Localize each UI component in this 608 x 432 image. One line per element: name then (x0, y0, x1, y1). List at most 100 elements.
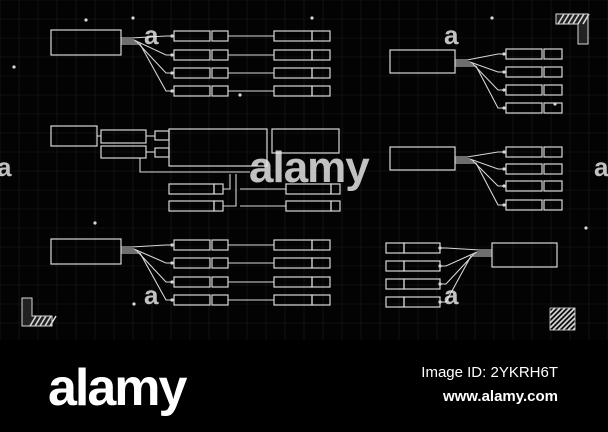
circuit-box (311, 239, 331, 251)
circuit-box (168, 200, 215, 212)
circuit-wire (455, 151, 504, 158)
circuit-box (100, 129, 147, 144)
circuit-wire (121, 252, 172, 301)
circuit-diagram (0, 0, 608, 340)
watermark-mark: a (444, 20, 459, 50)
circuit-wire (139, 158, 250, 173)
circuit-node (12, 65, 16, 69)
circuit-box (168, 183, 215, 195)
circuit-box (505, 84, 543, 96)
hatch-stroke (582, 13, 590, 25)
circuit-node (502, 70, 506, 74)
hatch-stroke (29, 315, 37, 327)
circuit-box (213, 183, 224, 195)
circuit-node (502, 203, 506, 207)
circuit-box (385, 242, 405, 254)
circuit-node (170, 280, 174, 284)
circuit-node (310, 16, 314, 20)
circuit-box (211, 85, 229, 97)
image-id-label: Image ID: 2YKRH6T (421, 364, 558, 381)
circuit-node (502, 184, 506, 188)
circuit-box (168, 128, 268, 167)
circuit-node (502, 150, 506, 154)
circuit-box (50, 238, 122, 265)
circuit-box (543, 180, 563, 192)
hatch-stroke (562, 317, 576, 331)
circuit-wire (455, 162, 504, 206)
circuit-node (170, 53, 174, 57)
circuit-box (311, 67, 331, 79)
circuit-box (505, 146, 543, 158)
circuit-box (311, 276, 331, 288)
circuit-box (311, 257, 331, 269)
circuit-box (273, 294, 313, 306)
circuit-box (311, 30, 331, 42)
hatch-stroke (567, 13, 575, 25)
circuit-wire (121, 250, 172, 283)
circuit-node (553, 102, 557, 106)
circuit-node (584, 226, 588, 230)
circuit-box (211, 276, 229, 288)
circuit-box (543, 84, 563, 96)
circuit-node (502, 106, 506, 110)
circuit-box (505, 66, 543, 78)
circuit-box (543, 48, 563, 60)
circuit-box (211, 49, 229, 61)
watermark-mark: a (144, 280, 159, 310)
hatch-stroke (577, 13, 585, 25)
circuit-box (50, 125, 98, 147)
circuit-box (173, 257, 211, 269)
hatch-stroke (549, 307, 561, 319)
hatch-stroke (557, 13, 565, 25)
circuit-node (131, 16, 135, 20)
hatch-stroke (567, 322, 576, 331)
footer-logo: alamy (48, 359, 187, 417)
hatch-stroke (44, 315, 52, 327)
watermark-mark: a (444, 280, 459, 310)
circuit-box (173, 30, 211, 42)
circuit-box (543, 102, 563, 114)
circuit-box (211, 294, 229, 306)
footer-bar: alamy Image ID: 2YKRH6T www.alamy.com (0, 340, 608, 432)
circuit-node (502, 52, 506, 56)
watermark-mark: a (594, 152, 608, 182)
circuit-wire (223, 174, 231, 190)
circuit-box (491, 242, 558, 268)
circuit-box (211, 67, 229, 79)
circuit-wire (455, 160, 504, 187)
hatch-stroke (49, 315, 57, 327)
circuit-node (490, 16, 494, 20)
footer-url: www.alamy.com (442, 388, 558, 405)
circuit-wire (223, 174, 237, 207)
circuit-wire (440, 251, 492, 267)
circuit-box (50, 29, 122, 56)
circuit-box (330, 200, 341, 212)
circuit-box (330, 183, 341, 195)
circuit-box (543, 199, 563, 211)
circuit-node (170, 89, 174, 93)
circuit-box (543, 66, 563, 78)
watermark-mark: a (144, 20, 159, 50)
circuit-wire (121, 41, 172, 74)
hatch-stroke (39, 315, 47, 327)
circuit-box (385, 260, 405, 272)
circuit-box (543, 146, 563, 158)
hatch-stroke (572, 13, 580, 25)
circuit-box (173, 239, 211, 251)
circuit-box (505, 163, 543, 175)
circuit-box (285, 200, 332, 212)
hatch-stroke (34, 315, 42, 327)
circuit-box (505, 48, 543, 60)
circuit-node (170, 34, 174, 38)
circuit-node (170, 261, 174, 265)
circuit-box (403, 296, 441, 308)
circuit-wire (440, 255, 492, 303)
circuit-node (238, 93, 242, 97)
circuit-node (502, 88, 506, 92)
hatch-stroke (549, 307, 556, 314)
circuit-box (543, 163, 563, 175)
circuit-wire (455, 53, 504, 61)
circuit-box (273, 257, 313, 269)
circuit-wire (455, 61, 504, 73)
circuit-box (173, 67, 211, 79)
